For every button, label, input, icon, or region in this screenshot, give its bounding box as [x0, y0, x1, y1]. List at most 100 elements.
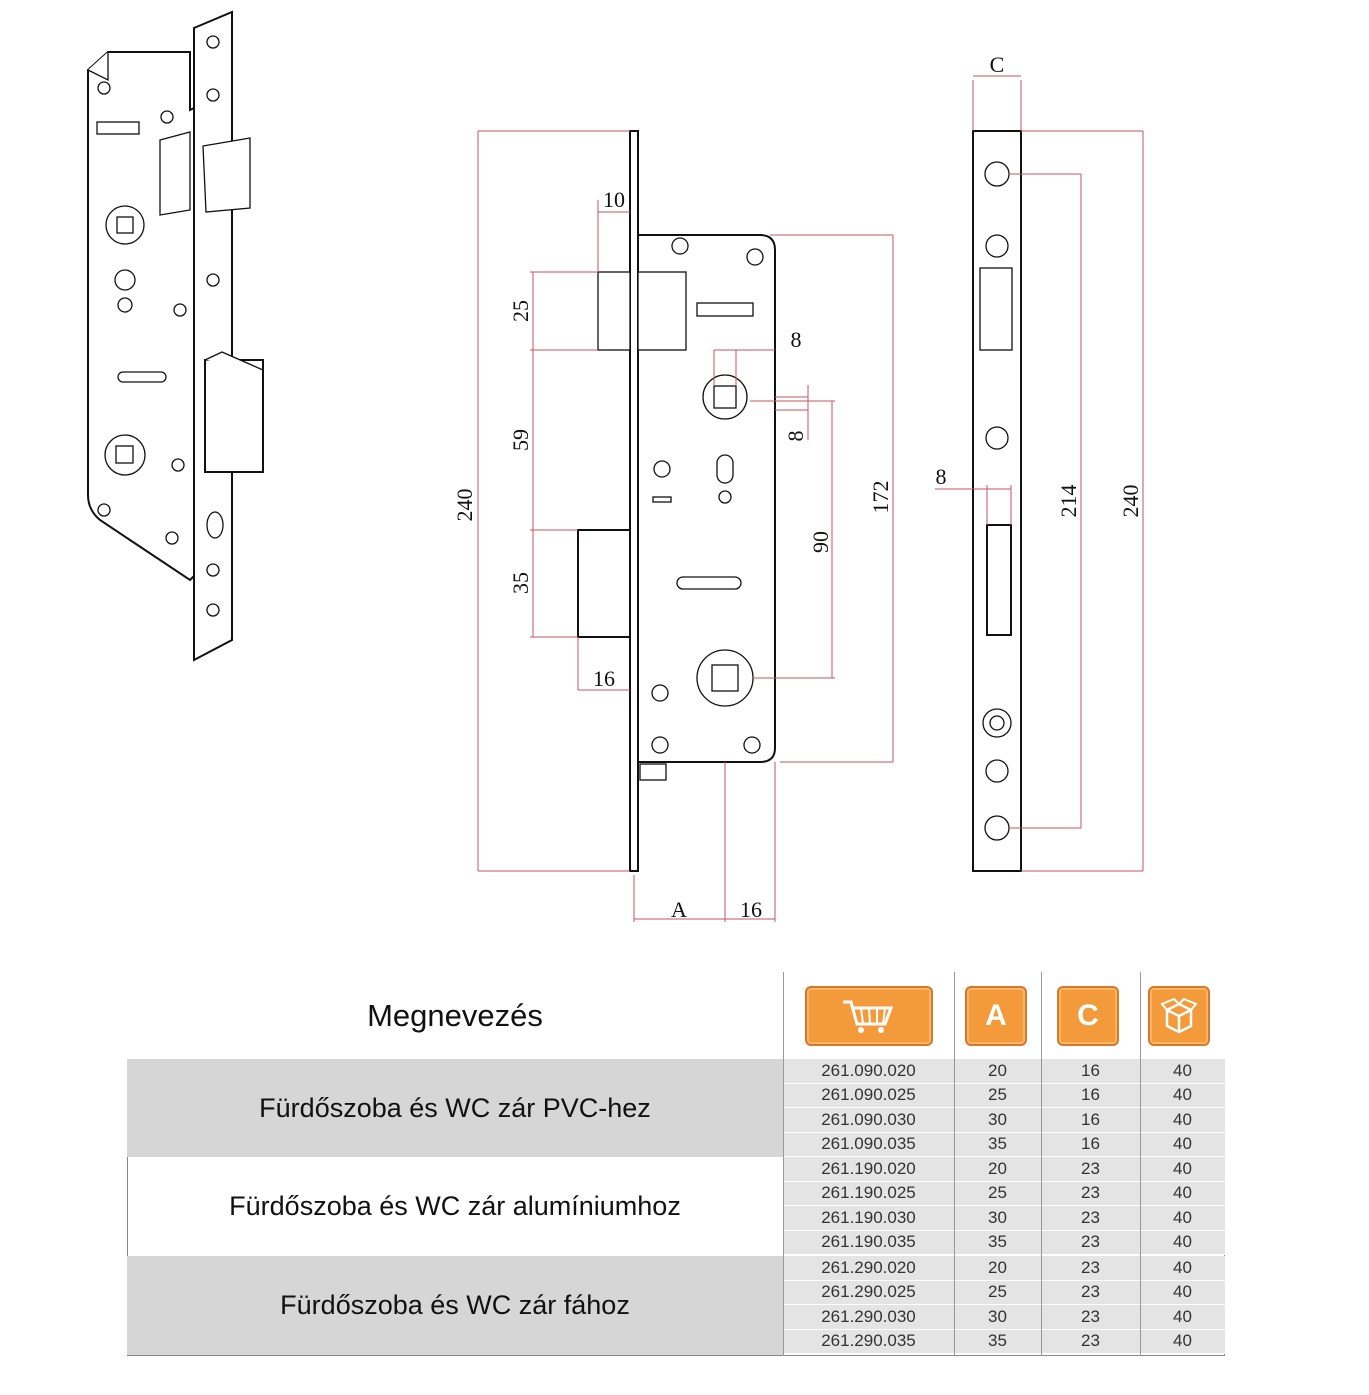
c-cell: 23	[1081, 1282, 1100, 1302]
a-cell: 20	[988, 1257, 1007, 1277]
side-view-dimensions	[935, 75, 1144, 872]
isometric-lock-illustration	[87, 10, 264, 662]
front-view-lock-body	[577, 130, 776, 872]
a-cell: 35	[988, 1232, 1007, 1252]
group-rows: 261.290.020 20 23 40 261.290.025 25 23 4…	[783, 1256, 1225, 1355]
qty-cell: 40	[1173, 1183, 1192, 1203]
code-cell: 261.090.025	[821, 1085, 916, 1105]
dim-8-right: 8	[783, 431, 808, 442]
code-cell: 261.090.020	[821, 1060, 916, 1080]
table-row: 261.090.030 30 16 40	[783, 1108, 1225, 1133]
product-group: Fürdőszoba és WC zár fához 261.290.020 2…	[127, 1256, 1225, 1355]
dim-c: C	[990, 52, 1005, 77]
code-cell: 261.290.035	[821, 1331, 916, 1351]
qty-cell: 40	[1173, 1232, 1192, 1252]
technical-drawing: 240 172 10 25 59 35 16 8 8 90 A 16	[87, 10, 1144, 922]
dim-16-left: 16	[593, 666, 615, 691]
group-name: Fürdőszoba és WC zár PVC-hez	[127, 1059, 783, 1157]
dim-90: 90	[808, 531, 833, 553]
c-cell: 23	[1081, 1257, 1100, 1277]
product-table: Megnevezés A C Fürdőszoba és WC zár PVC-	[127, 972, 1225, 1356]
product-group: Fürdőszoba és WC zár PVC-hez 261.090.020…	[127, 1059, 1225, 1157]
a-cell: 20	[988, 1060, 1007, 1080]
a-cell: 30	[988, 1109, 1007, 1129]
group-name: Fürdőszoba és WC zár alumíniumhoz	[229, 1190, 681, 1221]
qty-cell: 40	[1173, 1085, 1192, 1105]
qty-cell: 40	[1173, 1257, 1192, 1277]
dim-59: 59	[508, 429, 533, 451]
column-divider	[954, 972, 955, 1356]
dim-a: A	[671, 897, 687, 922]
qty-cell: 40	[1173, 1282, 1192, 1302]
column-divider	[1140, 972, 1141, 1356]
product-group: Fürdőszoba és WC zár alumíniumhoz 261.19…	[127, 1157, 1225, 1255]
table-row: 261.290.025 25 23 40	[783, 1280, 1225, 1305]
side-view-faceplate	[972, 130, 1022, 872]
table-row: 261.190.030 30 23 40	[783, 1206, 1225, 1231]
qty-cell: 40	[1173, 1134, 1192, 1154]
group-name: Fürdőszoba és WC zár fához	[127, 1256, 783, 1355]
table-row: 261.090.020 20 16 40	[783, 1059, 1225, 1084]
dim-214: 214	[1056, 485, 1081, 518]
code-cell: 261.290.020	[821, 1257, 916, 1277]
c-badge-icon: C	[1057, 986, 1119, 1046]
dim-25: 25	[508, 300, 533, 322]
column-divider	[783, 972, 784, 1356]
dim-240-side: 240	[1118, 485, 1143, 518]
qty-cell: 40	[1173, 1207, 1192, 1227]
code-cell: 261.190.035	[821, 1232, 916, 1252]
code-cell: 261.090.030	[821, 1109, 916, 1129]
a-cell: 25	[988, 1282, 1007, 1302]
c-cell: 23	[1081, 1306, 1100, 1326]
qty-cell: 40	[1173, 1109, 1192, 1129]
c-cell: 16	[1081, 1109, 1100, 1129]
code-cell: 261.190.020	[821, 1158, 916, 1178]
a-cell: 30	[988, 1207, 1007, 1227]
a-cell: 35	[988, 1134, 1007, 1154]
code-cell: 261.290.030	[821, 1306, 916, 1326]
a-cell: 25	[988, 1183, 1007, 1203]
c-cell: 16	[1081, 1134, 1100, 1154]
a-cell: 25	[988, 1085, 1007, 1105]
c-cell: 16	[1081, 1060, 1100, 1080]
qty-cell: 40	[1173, 1331, 1192, 1351]
qty-cell: 40	[1173, 1060, 1192, 1080]
front-view-dimensions	[477, 130, 894, 922]
dim-16-bottom: 16	[740, 897, 762, 922]
table-row: 261.090.025 25 16 40	[783, 1083, 1225, 1108]
table-row: 261.190.020 20 23 40	[783, 1157, 1225, 1182]
table-row: 261.090.035 35 16 40	[783, 1132, 1225, 1157]
table-row: 261.290.020 20 23 40	[783, 1256, 1225, 1281]
dim-35: 35	[508, 572, 533, 594]
c-cell: 23	[1081, 1232, 1100, 1252]
table-row: 261.190.035 35 23 40	[783, 1230, 1225, 1255]
dim-8-top: 8	[791, 327, 802, 352]
a-cell: 30	[988, 1306, 1007, 1326]
table-row: 261.290.035 35 23 40	[783, 1329, 1225, 1354]
table-row: 261.190.025 25 23 40	[783, 1181, 1225, 1206]
column-divider	[1041, 972, 1042, 1356]
qty-cell: 40	[1173, 1306, 1192, 1326]
c-cell: 16	[1081, 1085, 1100, 1105]
dim-8-side: 8	[936, 464, 947, 489]
dim-10: 10	[603, 187, 625, 212]
a-badge-icon: A	[965, 986, 1027, 1046]
c-cell: 23	[1081, 1183, 1100, 1203]
code-cell: 261.190.030	[821, 1207, 916, 1227]
dim-172: 172	[868, 481, 893, 514]
qty-cell: 40	[1173, 1158, 1192, 1178]
table-header: Megnevezés A C	[127, 972, 1225, 1060]
side-view-dimension-labels: C 214 240 8	[936, 52, 1144, 518]
c-cell: 23	[1081, 1158, 1100, 1178]
dim-240-front: 240	[452, 489, 477, 522]
table-row: 261.290.030 30 23 40	[783, 1305, 1225, 1330]
group-rows: 261.090.020 20 16 40 261.090.025 25 16 4…	[783, 1059, 1225, 1157]
a-cell: 20	[988, 1158, 1007, 1178]
c-cell: 23	[1081, 1331, 1100, 1351]
code-cell: 261.090.035	[821, 1134, 916, 1154]
group-rows: 261.190.020 20 23 40 261.190.025 25 23 4…	[783, 1157, 1225, 1255]
a-cell: 35	[988, 1331, 1007, 1351]
header-name-label: Megnevezés	[367, 997, 543, 1033]
c-cell: 23	[1081, 1207, 1100, 1227]
box-icon	[1148, 986, 1210, 1046]
